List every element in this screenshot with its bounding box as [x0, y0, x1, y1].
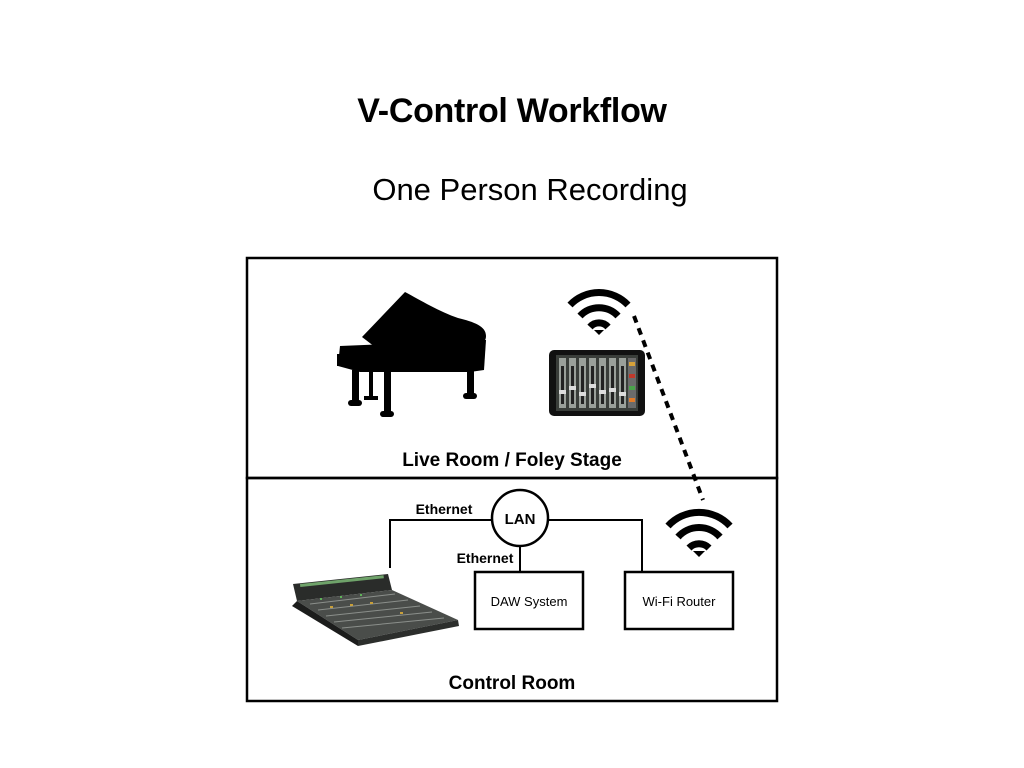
lan-label: LAN	[505, 511, 536, 528]
ethernet-label-left: Ethernet	[416, 501, 473, 517]
live-room-box	[247, 258, 777, 478]
wifi-icon	[570, 293, 628, 335]
ipad-mixer-app-icon	[549, 350, 645, 416]
daw-system-label: DAW System	[491, 594, 568, 609]
mixing-console-icon	[292, 574, 459, 646]
control-room-label: Control Room	[449, 673, 576, 694]
wifi-icon	[668, 512, 730, 557]
ethernet-label-center: Ethernet	[457, 550, 514, 566]
grand-piano-icon	[337, 292, 486, 417]
wifi-router-label: Wi-Fi Router	[643, 594, 717, 609]
live-room-label: Live Room / Foley Stage	[402, 450, 622, 471]
